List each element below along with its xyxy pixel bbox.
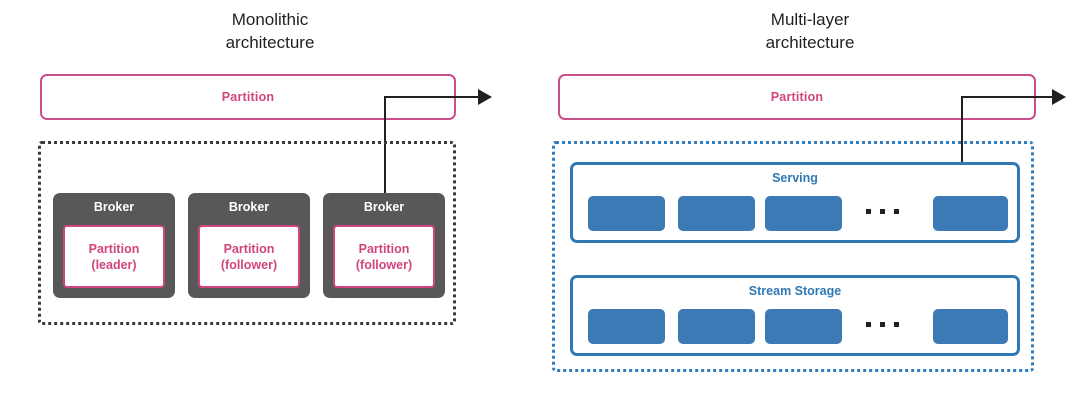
partition-title: Partition (88, 241, 140, 256)
partition-role: (follower) (220, 257, 278, 272)
broker-label: Broker (363, 200, 405, 214)
broker-box-3[interactable]: Broker Partition (follower) (323, 193, 445, 298)
partition-bar-multilayer[interactable]: Partition (558, 74, 1036, 120)
page-title-monolithic: Monolithic architecture (225, 10, 315, 52)
partition-title: Partition (358, 241, 410, 256)
broker-box-2[interactable]: Broker Partition (follower) (188, 193, 310, 298)
stream-storage-layer-label: Stream Storage (748, 284, 842, 298)
storage-node-n[interactable] (933, 309, 1008, 344)
serving-node-2[interactable] (678, 196, 755, 231)
broker-label: Broker (228, 200, 270, 214)
broker-partition-leader[interactable]: Partition (leader) (63, 225, 165, 288)
partition-role: (leader) (91, 257, 137, 272)
serving-node-n[interactable] (933, 196, 1008, 231)
storage-node-3[interactable] (765, 309, 842, 344)
broker-cluster-boundary (38, 141, 456, 325)
serving-node-3[interactable] (765, 196, 842, 231)
partition-bar-label: Partition (770, 90, 824, 104)
serving-layer-box[interactable]: Serving (570, 162, 1020, 243)
serving-layer-label: Serving (772, 171, 818, 185)
partition-title: Partition (223, 241, 275, 256)
broker-partition-follower-2[interactable]: Partition (follower) (333, 225, 435, 288)
broker-partition-follower-1[interactable]: Partition (follower) (198, 225, 300, 288)
storage-ellipsis (866, 322, 899, 327)
partition-bar-monolithic[interactable]: Partition (40, 74, 456, 120)
stream-storage-layer-box[interactable]: Stream Storage (570, 275, 1020, 356)
partition-role: (follower) (355, 257, 413, 272)
monolithic-architecture-panel: Monolithic architecture Partition Broker… (38, 10, 492, 325)
storage-node-1[interactable] (588, 309, 665, 344)
broker-box-1[interactable]: Broker Partition (leader) (53, 193, 175, 298)
partition-bar-label: Partition (221, 90, 275, 104)
serving-node-1[interactable] (588, 196, 665, 231)
page-title-multilayer: Multi-layer architecture (765, 10, 855, 52)
storage-node-2[interactable] (678, 309, 755, 344)
serving-ellipsis (866, 209, 899, 214)
multilayer-architecture-panel: Multi-layer architecture Partition Servi… (540, 0, 1080, 402)
multilayer-cluster-boundary (552, 141, 1034, 372)
broker-label: Broker (93, 200, 135, 214)
